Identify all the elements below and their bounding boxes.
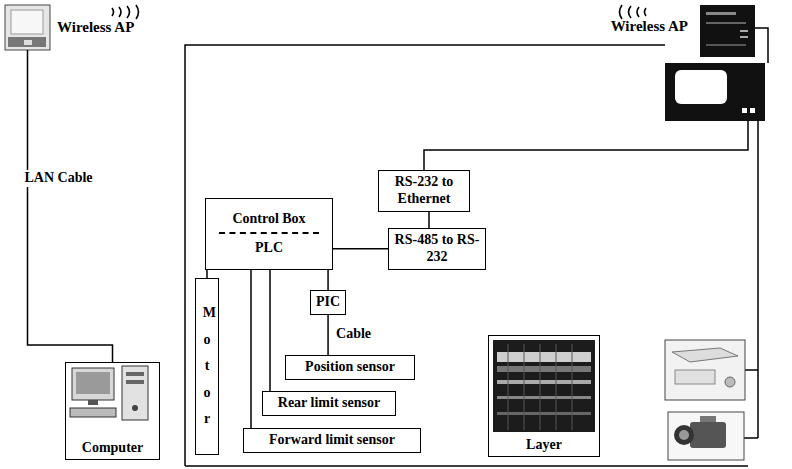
node-label: RS-232 to Ethernet: [384, 174, 464, 208]
node-label: Control Box: [219, 211, 319, 234]
access-point: Wireless AP: [700, 5, 755, 57]
wire: [744, 121, 758, 438]
sensor-box: Forward limit sensor: [243, 428, 421, 453]
node-label: Computer: [82, 440, 143, 457]
node-label: Wireless AP: [57, 18, 134, 36]
image-box: Layer: [488, 335, 600, 457]
node-label: Forward limit sensor: [249, 432, 415, 449]
camera-sketch: [668, 412, 744, 460]
radio-waves: [620, 5, 647, 19]
sensor-box: Rear limit sensor: [262, 391, 396, 416]
node-label: Position sensor: [291, 359, 409, 376]
frame-line: [185, 45, 748, 466]
control-box: Control BoxPLC: [205, 198, 333, 270]
computer-sketch: [70, 366, 148, 420]
wire-connector: [269, 270, 271, 391]
wire-connector: [250, 270, 252, 428]
access-point-icon: [5, 5, 50, 50]
device-sketch: [665, 340, 745, 400]
node-label: Wireless AP: [611, 17, 688, 35]
converter-box: RS-485 to RS-232: [388, 228, 486, 270]
wire-connector: [327, 270, 329, 290]
converter-box: RS-232 to Ethernet: [378, 170, 470, 212]
computer-box: Computer: [65, 362, 160, 460]
wire-connector: [327, 315, 329, 355]
node-label: PLC: [211, 240, 327, 257]
access-point: Wireless AP: [5, 5, 50, 50]
controller-device: [665, 63, 765, 121]
cable-label: Cable: [334, 326, 373, 343]
node-label: PIC: [316, 294, 340, 311]
sensor-box: Position sensor: [285, 355, 415, 380]
wire: [755, 28, 768, 63]
wire-connector: [206, 270, 208, 278]
layer-photo: [493, 340, 595, 432]
pic-box: PIC: [310, 290, 346, 315]
wire-connector: [428, 212, 430, 228]
wire: [424, 121, 748, 170]
wire-connector: [28, 50, 113, 362]
node-label: Rear limit sensor: [268, 395, 390, 412]
motor-box: Motor: [195, 278, 219, 455]
node-label: Layer: [526, 437, 562, 454]
access-point-icon: [700, 5, 755, 57]
node-label: RS-485 to RS-232: [394, 232, 480, 266]
node-label: Motor: [203, 300, 211, 433]
radio-waves: [112, 5, 139, 19]
wire-connector: [333, 248, 388, 250]
cable-label: LAN Cable: [23, 170, 95, 187]
